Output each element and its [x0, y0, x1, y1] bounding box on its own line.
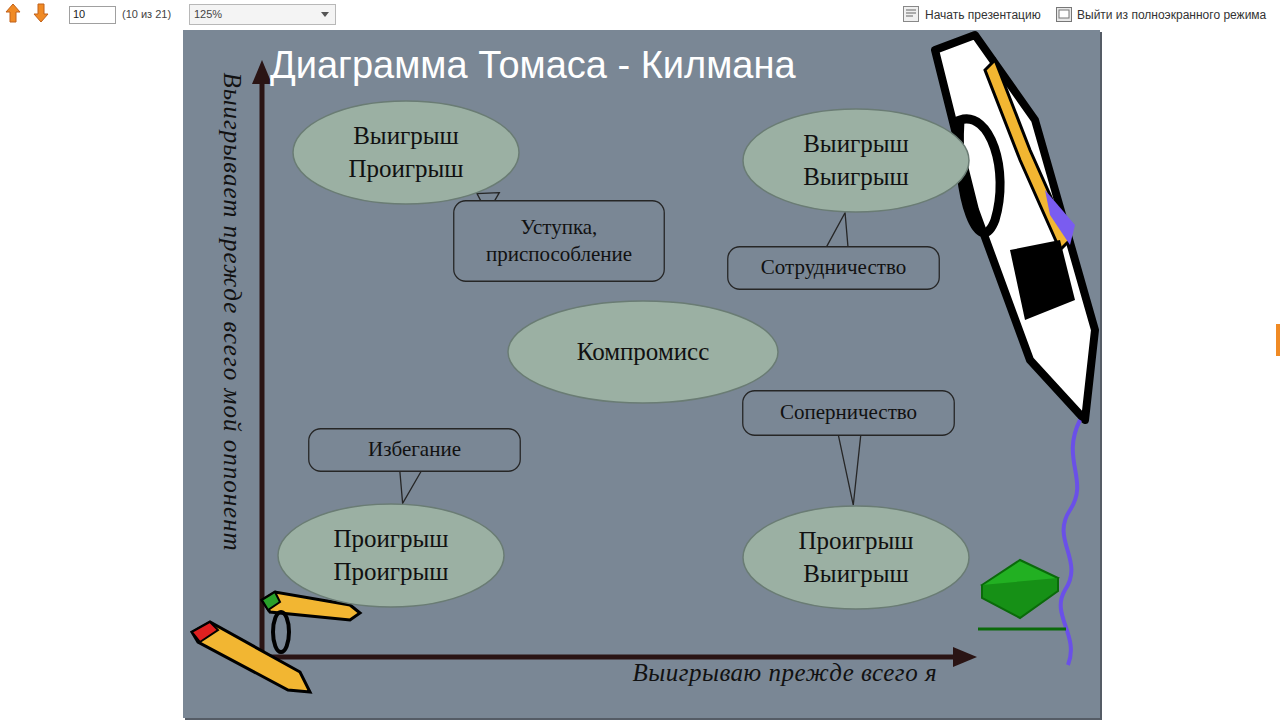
- zoom-select: [190, 5, 336, 25]
- book-illustration: [978, 560, 1066, 629]
- presentation-icon: [904, 7, 919, 22]
- page-count: (10 из 21): [122, 8, 171, 20]
- strategy-callout: Уступка, приспособление: [453, 200, 665, 282]
- axes: [252, 60, 977, 667]
- page-number: 10: [73, 8, 85, 20]
- ellipse-outline: [742, 108, 970, 213]
- exit-icon-inner: [1059, 10, 1069, 18]
- pen-body: [935, 35, 1095, 420]
- callout-tail: [837, 429, 861, 505]
- up-arrow-icon: [6, 4, 20, 22]
- pencils-illustration: [192, 592, 360, 692]
- page-input: [70, 7, 116, 24]
- ellipse-shape: [293, 101, 519, 204]
- pencil-2-eraser: [262, 592, 280, 610]
- pencil-ring: [273, 612, 289, 652]
- horizontal-axis: [258, 655, 955, 660]
- strategy-callout: Избегание: [308, 428, 521, 472]
- outcome-ellipse: Выигрыш Выигрыш: [742, 108, 970, 213]
- ellipse-outline: [277, 503, 505, 608]
- callout-shape: [728, 247, 940, 290]
- ellipse-outline: [742, 505, 970, 610]
- node-text: Выигрыш Проигрыш: [341, 120, 471, 185]
- node-text: Проигрыш Выигрыш: [791, 525, 921, 590]
- ellipse-outline: [292, 100, 520, 205]
- ellipse-shape: [743, 506, 969, 609]
- node-text: Компромисс: [577, 336, 710, 369]
- node-text: Уступка, приспособление: [464, 214, 654, 269]
- pen-band: [1010, 240, 1075, 320]
- node-text: Проигрыш Проигрыш: [326, 523, 456, 588]
- vertical-axis-label: Выигрывает прежде всего мой оппонент: [218, 72, 246, 551]
- slide-ground: [183, 30, 1100, 718]
- ellipse-shape: [508, 301, 778, 403]
- pencil-1: [192, 622, 310, 692]
- zoom-level: 125%: [194, 8, 222, 20]
- toolbar-button-text: Выйти из полноэкранного режима: [1077, 8, 1266, 22]
- horizontal-axis-label: Выигрываю прежде всего я: [633, 659, 937, 687]
- outcome-ellipse: Компромисс: [507, 300, 779, 404]
- outcome-ellipse: Проигрыш Проигрыш: [277, 503, 505, 608]
- down-arrow-icon: [34, 4, 48, 22]
- pencil-1-eraser: [192, 622, 218, 642]
- outcome-ellipse: Выигрыш Проигрыш: [292, 100, 520, 205]
- strategy-callout: Соперничество: [742, 390, 955, 436]
- book-shelf: [978, 628, 1066, 631]
- side-tab: [1276, 324, 1280, 356]
- horizontal-axis-head: [953, 647, 977, 667]
- pen-highlight: [1045, 190, 1075, 245]
- node-text: Избегание: [368, 436, 461, 463]
- vertical-axis-head: [252, 60, 272, 84]
- outcome-ellipse: Проигрыш Выигрыш: [742, 505, 970, 610]
- callout-shape: [309, 429, 521, 472]
- toolbar-button-text: Начать презентацию: [925, 8, 1041, 22]
- presentation-icon-lines: [906, 10, 916, 16]
- callout-outline: [453, 200, 665, 282]
- book-pages: [982, 578, 1058, 618]
- tail-shape: [837, 429, 861, 505]
- node-text: Соперничество: [780, 399, 917, 426]
- node-text: Выигрыш Выигрыш: [791, 128, 921, 193]
- strategy-callout: Сотрудничество: [727, 246, 940, 290]
- callout-shape: [454, 201, 665, 282]
- dropdown-arrow: [321, 12, 329, 17]
- exit-icon: [1057, 8, 1072, 22]
- callout-shape: [743, 391, 955, 436]
- node-text: Сотрудничество: [761, 254, 906, 281]
- ellipse-shape: [743, 109, 969, 212]
- pen-clip: [959, 119, 1000, 233]
- vertical-axis: [260, 80, 265, 662]
- slide-title: Диаграмма Томаса - Килмана: [270, 44, 796, 87]
- ellipse-shape: [278, 504, 504, 607]
